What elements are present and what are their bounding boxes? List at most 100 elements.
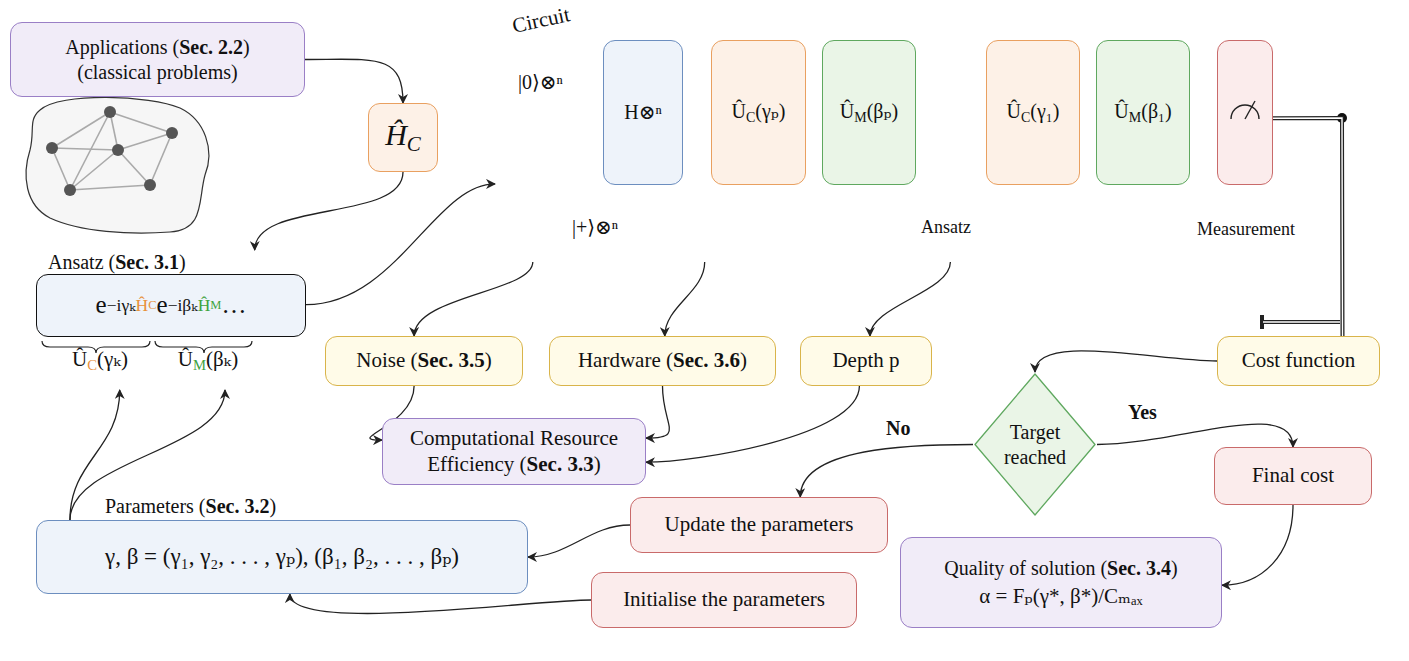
text-run: ) [269, 495, 276, 517]
node-text: H⊗ⁿ [624, 100, 662, 124]
text-run: |+⟩⊗ⁿ [572, 216, 618, 238]
text-run: M [1129, 110, 1141, 125]
flow-arrow [665, 262, 705, 336]
connector-line [646, 386, 859, 462]
text-run: Hardware ( [578, 348, 673, 372]
decoration [948, 66, 951, 69]
connector-line [305, 59, 403, 103]
connector-line [70, 390, 225, 520]
edge-label: Yes [1126, 400, 1159, 424]
flow-arrow [305, 59, 403, 103]
flow-arrow [1222, 505, 1293, 585]
annotation-label: Ansatz [921, 217, 971, 239]
text-run: C [1021, 110, 1030, 125]
text-run: Û [1007, 100, 1021, 122]
decoration [70, 150, 118, 190]
section-box: Quality of solution (Sec. 3.4)α = Fₚ(γ*,… [900, 537, 1222, 628]
text-run: Ansatz ( [48, 251, 115, 273]
node-text: ÛC(γₚ) [732, 99, 786, 126]
text-run: Parameters ( [105, 495, 206, 517]
decoration [960, 88, 963, 91]
gate-box: ÛC(γₚ) [711, 40, 806, 185]
node-text: Circuit [507, 2, 575, 40]
text-run: Yes [1128, 401, 1157, 423]
text-run: C [746, 110, 755, 125]
text-run: ) [594, 452, 601, 476]
decoration [1231, 101, 1259, 119]
connector-line [1097, 424, 1293, 447]
text-run: Target reached [1004, 421, 1066, 467]
text-run: Circuit [510, 2, 572, 38]
text-run: H⊗ⁿ [624, 101, 662, 123]
decoration [52, 148, 118, 150]
text-run: ) [243, 36, 250, 58]
text-run: Sec. 3.4 [1107, 557, 1171, 579]
flow-arrow [870, 262, 950, 336]
node-text: Applications (Sec. 2.2) [65, 35, 249, 59]
node-subtext: e−iγₖĤC e−iβₖĤM … [36, 274, 306, 337]
text-run: Quality of solution ( [944, 557, 1107, 579]
flow-arrow [528, 525, 630, 557]
decoration [52, 148, 70, 190]
text-run: Û [72, 347, 87, 371]
graph-blob [26, 97, 209, 233]
graph-edges [52, 112, 172, 190]
decoration [497, 16, 1387, 261]
decoration [144, 179, 156, 191]
text-run: ) [740, 348, 747, 372]
cost-box: Cost function [1217, 336, 1380, 386]
node-text: Final cost [1252, 463, 1334, 489]
hamiltonian-box: ĤC [368, 103, 438, 172]
connector-line [646, 386, 669, 438]
gate-box: H⊗ⁿ [603, 40, 683, 185]
gate-box: ÛC(γ₁) [986, 40, 1080, 185]
text-run: (βₖ) [206, 347, 238, 371]
text-run: Update the parameters [665, 512, 854, 536]
ansatz-group: Ansatz (Sec. 3.1)e−iγₖĤC e−iβₖĤM …ÛC(γₖ)… [36, 250, 306, 390]
decoration [524, 203, 683, 215]
factor-box: Noise (Sec. 3.5) [325, 336, 523, 386]
flow-arrow [800, 445, 973, 498]
decoration [112, 144, 124, 156]
text-run: (γₚ) [755, 100, 785, 122]
text-run: |0⟩⊗ⁿ [518, 71, 563, 93]
section-box: Computational Resource Efficiency (Sec. … [382, 418, 646, 485]
text-run: Applications ( [65, 36, 179, 58]
decoration [711, 203, 1190, 215]
node-subtext: (classical problems) [77, 60, 238, 84]
parameter-box: Parameters (Sec. 3.2)γ, β = (γ₁, γ₂, . .… [36, 520, 528, 594]
decoration [936, 66, 939, 69]
text-run: Initialise the parameters [623, 587, 825, 611]
connector-line [1035, 351, 1217, 372]
decoration [104, 106, 116, 118]
text-run: M [854, 110, 866, 125]
node-subtext: ÛM(βₖ) [152, 347, 264, 375]
text-run: Û [840, 100, 854, 122]
connector-line [870, 262, 950, 336]
text-run: M [193, 357, 206, 373]
decoration [1263, 321, 1342, 322]
text-run: M [210, 298, 221, 313]
text-run: No [886, 417, 910, 439]
edge-label: No [884, 416, 912, 440]
text-run: Sec. 3.1 [115, 251, 179, 273]
connector-line [290, 594, 591, 613]
node-text: Quality of solution (Sec. 3.4) [944, 556, 1177, 580]
connector-line [414, 262, 533, 336]
text-run: −iβₖ [168, 295, 198, 316]
node-text: ÛC(γ₁) [1007, 99, 1060, 126]
node-text: Measurement [1176, 219, 1316, 241]
gate-box: ÛM(βₚ) [822, 40, 916, 185]
measurement-box: Measurement [1217, 40, 1273, 185]
node-text: ĤC [385, 117, 421, 158]
text-run: (γ₁) [1030, 100, 1059, 122]
node-text: Computational Resource Efficiency (Sec. … [391, 426, 637, 477]
flow-arrow [306, 184, 495, 305]
factor-box: Hardware (Sec. 3.6) [549, 336, 776, 386]
node-subtext: γ, β = (γ₁, γ₂, . . . , γₚ), (β₁, β₂, . … [105, 543, 459, 571]
text-run: … [221, 290, 246, 321]
connector-line [306, 184, 495, 305]
node-text: Hardware (Sec. 3.6) [578, 348, 747, 374]
text-run: (classical problems) [77, 61, 238, 83]
text-run: Noise ( [356, 348, 417, 372]
